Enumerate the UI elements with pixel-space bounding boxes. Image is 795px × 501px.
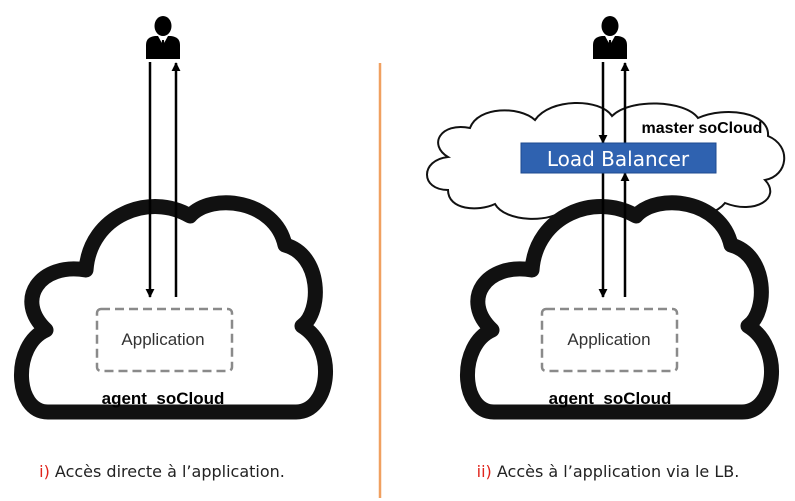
panel-lb-access: master soCloud Application agent soCloud… (426, 16, 786, 481)
agent-cloud-label: agent soCloud (549, 389, 672, 408)
agent-cloud (460, 195, 779, 420)
user-icon (593, 16, 627, 59)
caption-text: Accès directe à l’application. (50, 462, 285, 481)
agent-cloud (14, 195, 333, 420)
application-label: Application (121, 330, 204, 349)
caption-text: Accès à l’application via le LB. (492, 462, 740, 481)
panel-direct-access: Application agent soCloud i) Accès direc… (14, 16, 333, 481)
caption-direct-access: i) Accès directe à l’application. (39, 462, 285, 481)
load-balancer-box (520, 142, 717, 174)
load-balancer-label: Load Balancer (547, 147, 690, 171)
master-cloud-label: master soCloud (642, 120, 763, 137)
user-icon (146, 16, 180, 59)
application-label: Application (567, 330, 650, 349)
agent-cloud-label: agent soCloud (102, 389, 225, 408)
application-box (95, 307, 234, 373)
caption-prefix: i) (39, 462, 50, 481)
caption-prefix: ii) (477, 462, 492, 481)
application-box (540, 307, 679, 373)
caption-lb-access: ii) Accès à l’application via le LB. (477, 462, 740, 481)
